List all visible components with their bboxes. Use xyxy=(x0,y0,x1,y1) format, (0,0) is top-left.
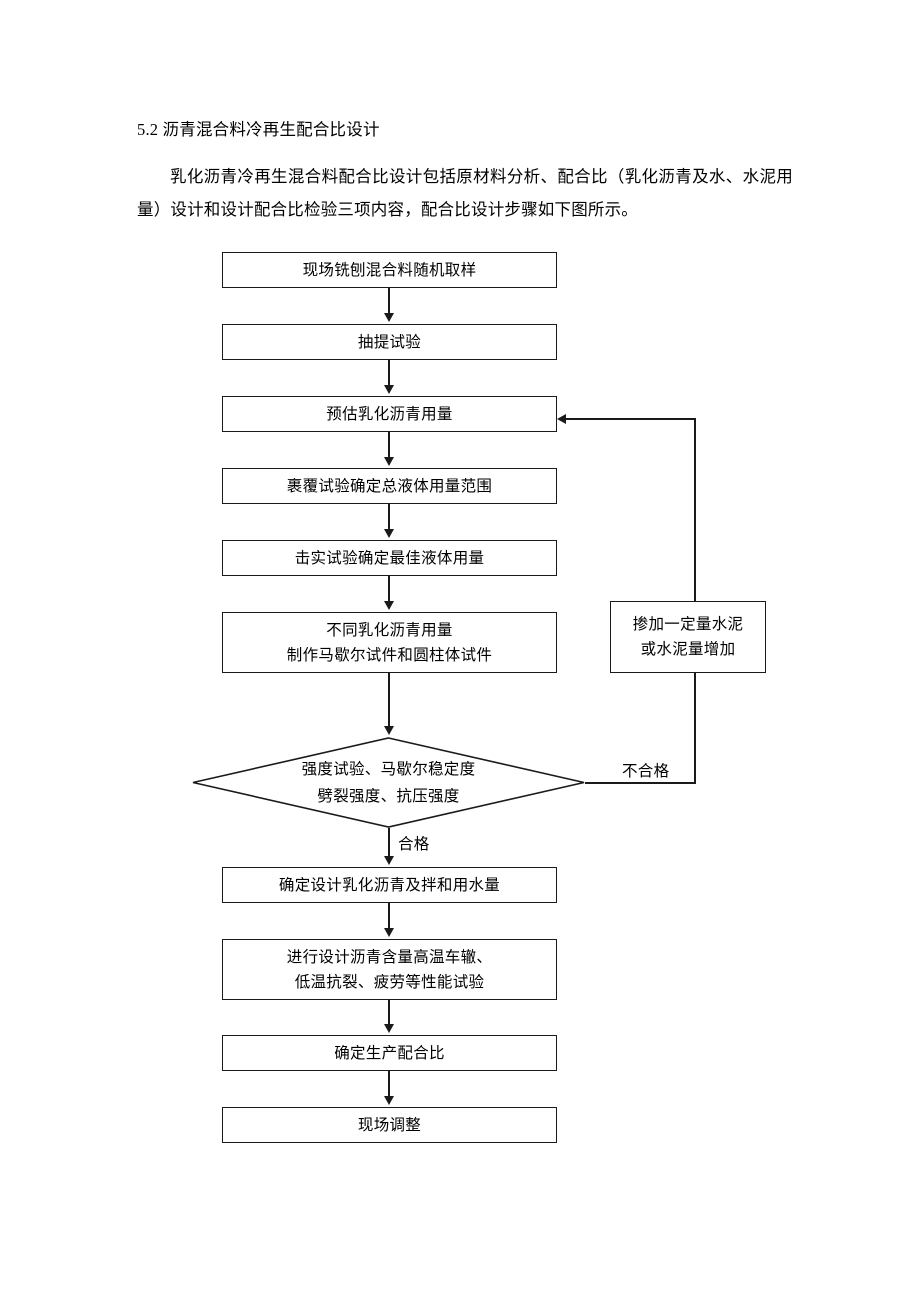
arrowhead-n4 xyxy=(384,457,394,466)
diamond-shape xyxy=(192,737,585,828)
diamond-label-group: 强度试验、马歇尔稳定度 劈裂强度、抗压强度 xyxy=(192,737,585,828)
arrowhead-diamond xyxy=(384,726,394,735)
connector-n9-n10 xyxy=(388,1071,390,1098)
node-line: 进行设计沥青含量高温车辙、 xyxy=(286,948,493,966)
node-line: 不同乳化沥青用量 xyxy=(326,621,453,639)
connector-diamond-n7 xyxy=(388,828,390,858)
flow-node-field-milling-sampling[interactable]: 现场铣刨混合料随机取样 xyxy=(222,252,557,288)
flow-node-coating-test-liquid-range[interactable]: 裹覆试验确定总液体用量范围 xyxy=(222,468,557,504)
connector-n5-n6 xyxy=(388,576,390,603)
arrowhead-n3 xyxy=(384,385,394,394)
edge-label-fail: 不合格 xyxy=(620,763,672,781)
node-line: 抽提试验 xyxy=(357,333,422,351)
connector-n1-n2 xyxy=(388,288,390,315)
node-line: 确定设计乳化沥青及拌和用水量 xyxy=(278,876,501,894)
arrowhead-n5 xyxy=(384,529,394,538)
arrowhead-n10 xyxy=(384,1096,394,1105)
flow-node-extraction-test[interactable]: 抽提试验 xyxy=(222,324,557,360)
arrowhead-n7 xyxy=(384,856,394,865)
node-line: 或水泥量增加 xyxy=(640,641,736,658)
connector-n6-diamond xyxy=(388,673,390,728)
section-paragraph: 乳化沥青冷再生混合料配合比设计包括原材料分析、配合比（乳化沥青及水、水泥用量）设… xyxy=(137,167,793,219)
node-line: 强度试验、马歇尔稳定度 xyxy=(301,760,476,778)
connector-fail-horizontal xyxy=(585,782,696,784)
edge-label-pass: 合格 xyxy=(396,836,432,854)
connector-n4-n5 xyxy=(388,504,390,531)
node-line: 现场调整 xyxy=(357,1116,422,1134)
node-line: 制作马歇尔试件和圆柱体试件 xyxy=(286,646,493,664)
flow-node-add-cement[interactable]: 掺加一定量水泥 或水泥量增加 xyxy=(610,601,766,673)
arrowhead-n2 xyxy=(384,313,394,322)
flow-node-strength-test-decision[interactable]: 强度试验、马歇尔稳定度 劈裂强度、抗压强度 xyxy=(192,737,585,828)
flow-node-determine-production-mix[interactable]: 确定生产配合比 xyxy=(222,1035,557,1071)
section-heading: 5.2 沥青混合料冷再生配合比设计 xyxy=(137,120,380,139)
flow-node-determine-design-asphalt-water[interactable]: 确定设计乳化沥青及拌和用水量 xyxy=(222,867,557,903)
arrowhead-n9 xyxy=(384,1024,394,1033)
node-line: 现场铣刨混合料随机取样 xyxy=(302,261,477,279)
node-line: 预估乳化沥青用量 xyxy=(326,405,453,423)
flow-node-compaction-test-optimum-liquid[interactable]: 击实试验确定最佳液体用量 xyxy=(222,540,557,576)
connector-n7-n8 xyxy=(388,903,390,930)
node-line: 劈裂强度、抗压强度 xyxy=(317,787,460,805)
arrowhead-n8 xyxy=(384,928,394,937)
node-line: 击实试验确定最佳液体用量 xyxy=(294,549,485,567)
node-line: 裹覆试验确定总液体用量范围 xyxy=(286,477,493,495)
node-line: 确定生产配合比 xyxy=(334,1044,445,1062)
arrowhead-n6 xyxy=(384,601,394,610)
node-line: 低温抗裂、疲劳等性能试验 xyxy=(294,973,485,991)
flow-node-prepare-specimens[interactable]: 不同乳化沥青用量 制作马歇尔试件和圆柱体试件 xyxy=(222,612,557,673)
flow-node-field-adjustment[interactable]: 现场调整 xyxy=(222,1107,557,1143)
node-line: 掺加一定量水泥 xyxy=(632,616,744,633)
flow-node-estimate-emulsified-asphalt[interactable]: 预估乳化沥青用量 xyxy=(222,396,557,432)
connector-n3-n4 xyxy=(388,432,390,459)
connector-n8-n9 xyxy=(388,1000,390,1025)
arrowhead-n3-feedback xyxy=(557,414,566,424)
flow-node-performance-tests[interactable]: 进行设计沥青含量高温车辙、 低温抗裂、疲劳等性能试验 xyxy=(222,939,557,1000)
connector-fail-return-horizontal xyxy=(566,418,696,420)
connector-n2-n3 xyxy=(388,360,390,387)
